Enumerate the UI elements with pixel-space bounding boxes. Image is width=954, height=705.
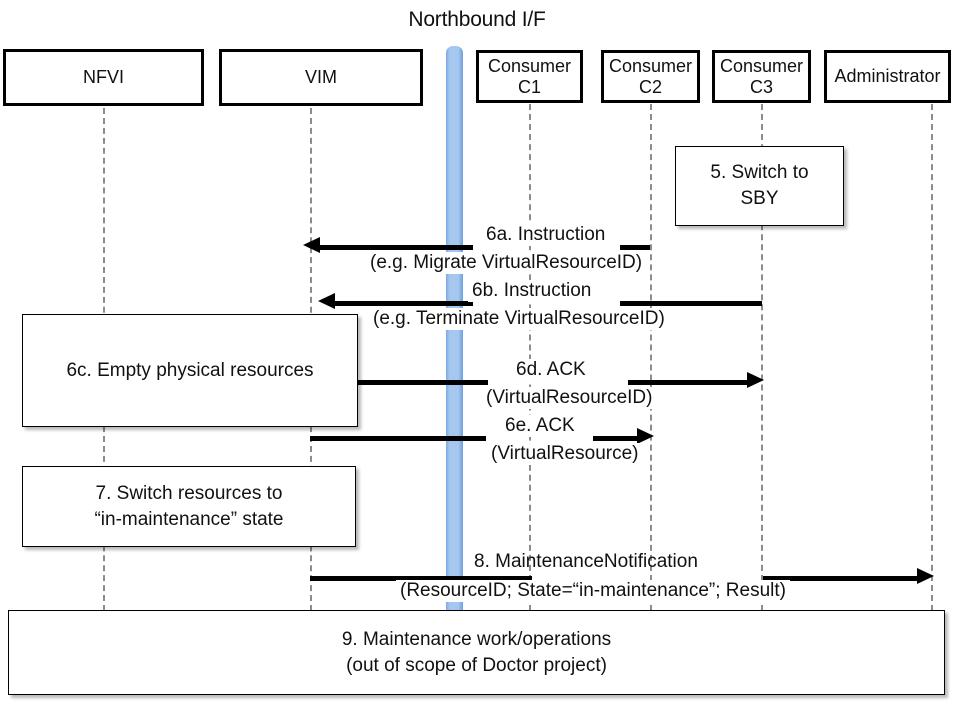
message-line-6d-right bbox=[628, 380, 747, 385]
actor-label-c1-line2: C1 bbox=[517, 76, 541, 97]
actor-label-c3-line1: Consumer bbox=[719, 56, 804, 77]
note-box-step5: 5. Switch to SBY bbox=[675, 146, 844, 226]
arrowhead-6e bbox=[637, 428, 654, 444]
message-label-6b-top: 6b. Instruction bbox=[468, 280, 596, 302]
actor-label-vim: VIM bbox=[304, 67, 337, 88]
message-line-6a-left bbox=[318, 245, 473, 250]
actor-label-c3-line2: C3 bbox=[749, 76, 773, 97]
message-line-6d-left bbox=[358, 380, 488, 385]
message-label-6b-bottom: (e.g. Terminate VirtualResourceID) bbox=[369, 308, 669, 330]
actor-label-admin: Administrator bbox=[834, 66, 941, 87]
northbound-interface-bar bbox=[446, 46, 463, 616]
actor-administrator[interactable]: Administrator bbox=[824, 50, 951, 103]
arrowhead-6a bbox=[303, 237, 320, 253]
message-label-8-bottom: (ResourceID; State=“in-maintenance”; Res… bbox=[396, 580, 790, 602]
lifeline-c3 bbox=[761, 104, 763, 611]
note-step7-line1: 7. Switch resources to bbox=[95, 482, 283, 504]
message-line-6e-right bbox=[593, 436, 637, 441]
actor-label-c1-line1: Consumer bbox=[487, 56, 572, 77]
note-step5-line1: 5. Switch to bbox=[710, 162, 809, 184]
note-step5-line2: SBY bbox=[740, 188, 779, 209]
message-label-6e-bottom: (VirtualResource) bbox=[487, 443, 643, 465]
note-box-step6c: 6c. Empty physical resources bbox=[22, 314, 358, 427]
actor-label-nfvi: NFVI bbox=[82, 67, 124, 88]
actor-consumer-c3[interactable]: Consumer C3 bbox=[712, 50, 811, 103]
arrowhead-8 bbox=[917, 568, 934, 584]
diagram-title: Northbound I/F bbox=[408, 8, 546, 31]
message-label-6a-bottom: (e.g. Migrate VirtualResourceID) bbox=[366, 252, 647, 274]
actor-consumer-c2[interactable]: Consumer C2 bbox=[601, 50, 700, 103]
note-step9-line1: 9. Maintenance work/operations bbox=[341, 628, 612, 650]
note-step9-line2: (out of scope of Doctor project) bbox=[346, 654, 607, 676]
lifeline-c2 bbox=[650, 104, 652, 611]
message-label-6d-top: 6d. ACK bbox=[512, 359, 590, 381]
arrowhead-6d bbox=[747, 372, 764, 388]
message-line-8-left bbox=[310, 576, 532, 581]
actor-consumer-c1[interactable]: Consumer C1 bbox=[476, 50, 583, 103]
note-box-step7: 7. Switch resources to “in-maintenance” … bbox=[22, 466, 356, 547]
message-line-6e-left bbox=[310, 436, 486, 441]
lifeline-admin bbox=[931, 104, 933, 611]
message-label-6e-top: 6e. ACK bbox=[501, 415, 579, 437]
actor-label-c2-line2: C2 bbox=[638, 76, 662, 97]
message-label-6a-top: 6a. Instruction bbox=[482, 224, 610, 246]
actor-vim[interactable]: VIM bbox=[219, 49, 423, 106]
note-step7-line2: “in-maintenance” state bbox=[94, 508, 284, 530]
message-line-6a-right bbox=[620, 245, 650, 250]
lifeline-c1 bbox=[529, 104, 531, 611]
note-step6c-text: 6c. Empty physical resources bbox=[66, 359, 314, 381]
note-box-step9: 9. Maintenance work/operations (out of s… bbox=[8, 610, 945, 695]
actor-nfvi[interactable]: NFVI bbox=[3, 49, 204, 106]
arrowhead-6b bbox=[318, 293, 335, 309]
message-label-8-top: 8. MaintenanceNotification bbox=[474, 551, 698, 572]
message-line-6b-right bbox=[620, 301, 762, 306]
message-label-6d-bottom: (VirtualResourceID) bbox=[482, 387, 657, 409]
message-line-8-right bbox=[763, 576, 917, 581]
message-line-6b-left bbox=[333, 301, 473, 306]
actor-label-c2-line1: Consumer bbox=[608, 56, 693, 77]
